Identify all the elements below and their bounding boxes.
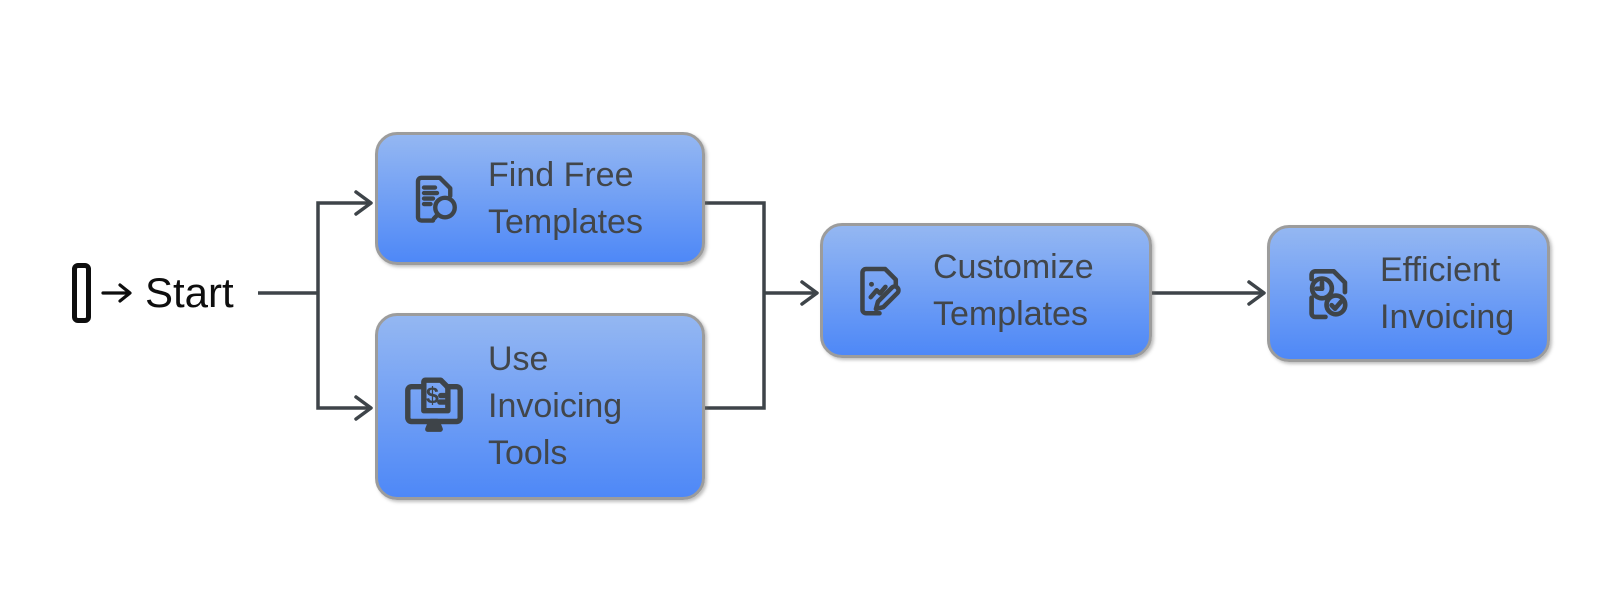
start-arrow-icon — [101, 283, 132, 303]
node-find-free-templates[interactable]: Find Free Templates — [375, 132, 705, 265]
document-pencil-icon — [839, 260, 919, 322]
start-label: Start — [145, 269, 234, 316]
arrowhead-icon — [800, 280, 819, 306]
document-search-icon — [394, 169, 474, 229]
arrowhead-icon — [1247, 280, 1266, 306]
start-node[interactable]: Start — [72, 263, 234, 323]
node-label: Find Free Templates — [488, 155, 643, 241]
start-shape-icon — [72, 263, 91, 323]
node-label: Efficient Invoicing — [1380, 250, 1515, 336]
node-efficient-invoicing[interactable]: Efficient Invoicing — [1267, 225, 1550, 362]
edge-start-to-options — [258, 190, 373, 421]
monitor-invoice-icon: $ — [394, 370, 474, 444]
arrowhead-icon — [354, 395, 373, 421]
node-label: Customize Templates — [933, 247, 1094, 333]
node-use-invoicing-tools[interactable]: $ Use Invoicing Tools — [375, 313, 705, 500]
document-clock-check-icon — [1286, 262, 1366, 326]
arrowhead-icon — [354, 190, 373, 216]
svg-text:$: $ — [426, 382, 439, 408]
edge-customize-to-efficient — [1152, 280, 1266, 306]
edge-options-to-customize — [705, 201, 819, 410]
node-customize-templates[interactable]: Customize Templates — [820, 223, 1152, 358]
node-label: Use Invoicing Tools — [488, 340, 623, 472]
